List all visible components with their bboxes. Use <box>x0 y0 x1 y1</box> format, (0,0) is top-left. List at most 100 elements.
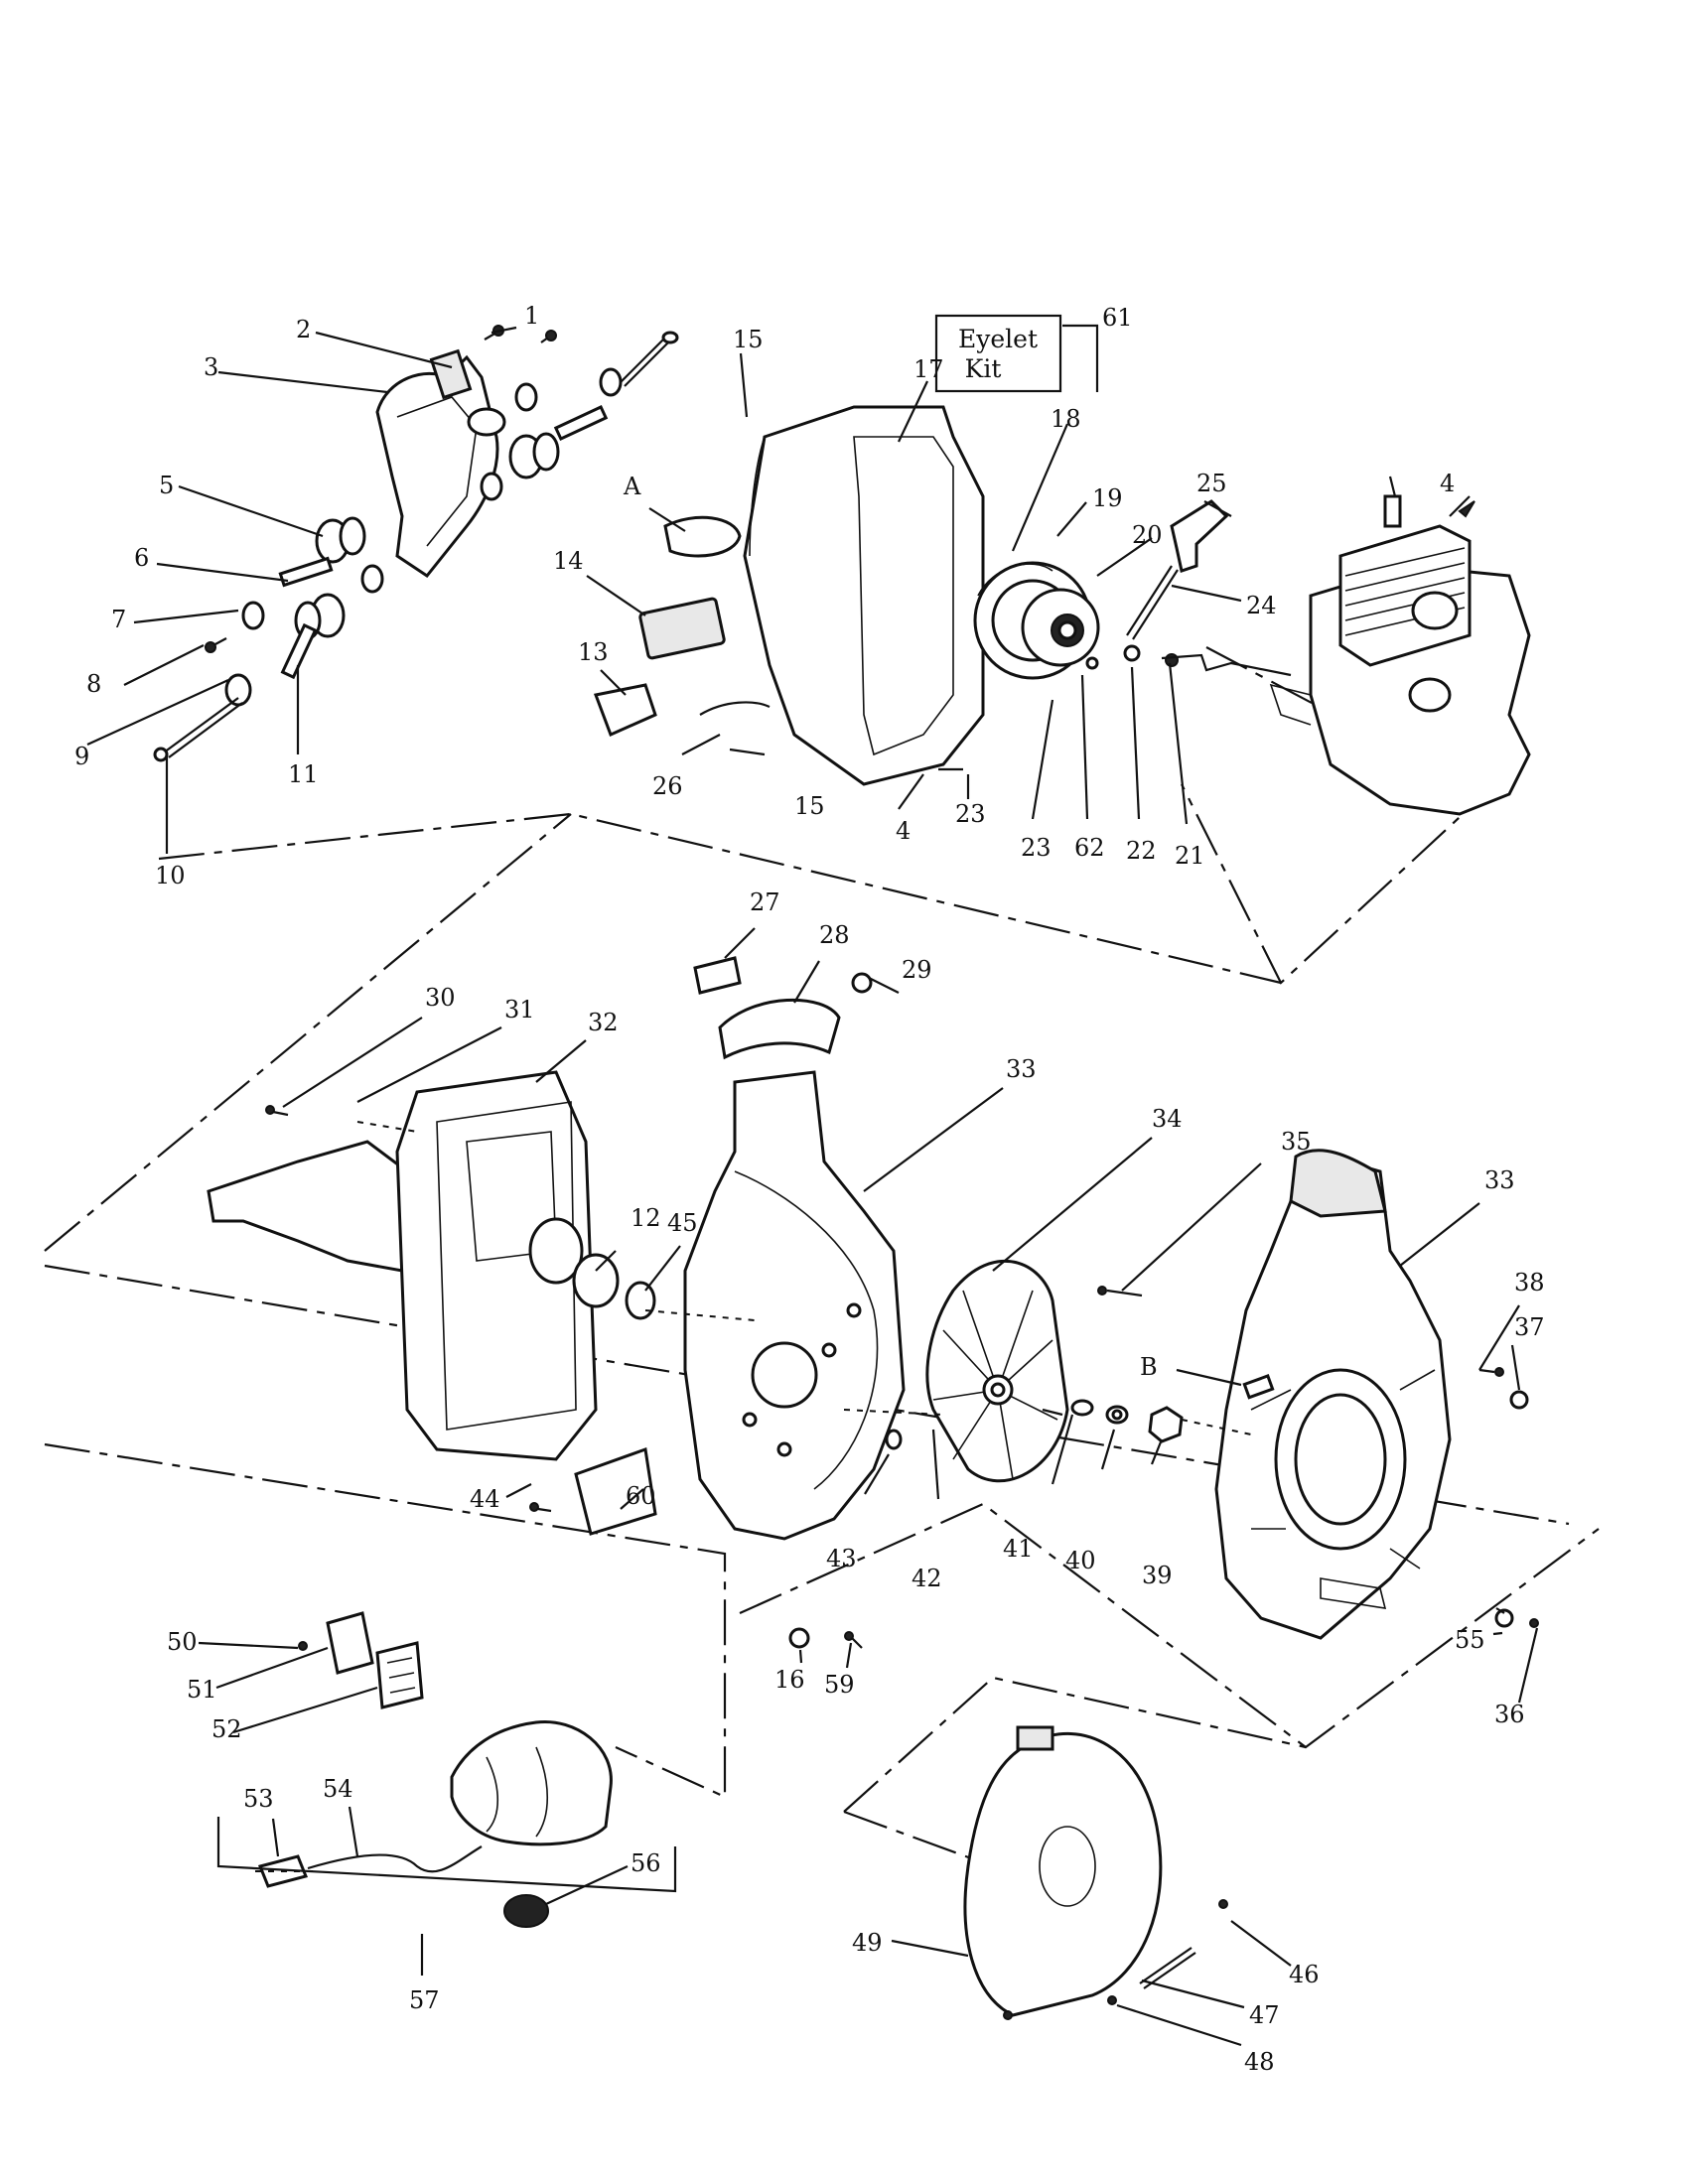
callout-12: 12 <box>631 1204 661 1232</box>
callout-29: 29 <box>902 956 932 984</box>
callout-34: 34 <box>1152 1105 1183 1133</box>
callout-39: 39 <box>1142 1562 1173 1589</box>
callout-27: 27 <box>750 888 780 916</box>
blower-cover-49 <box>963 1725 1228 2020</box>
blower-half-33 <box>683 1070 906 1541</box>
callout-41: 41 <box>1003 1535 1034 1563</box>
callout-24: 24 <box>1246 592 1277 619</box>
callout-35: 35 <box>1281 1128 1312 1156</box>
callout-8: 8 <box>86 670 101 698</box>
impeller-34 <box>925 1260 1069 1483</box>
callout-1: 1 <box>524 302 539 330</box>
blower-housing-left <box>683 1070 906 1541</box>
callout-28: 28 <box>819 921 850 949</box>
callout-14: 14 <box>553 547 584 575</box>
reference-letter-b: B <box>1140 1353 1158 1381</box>
callout-31: 31 <box>504 996 535 1024</box>
callout-49: 49 <box>852 1929 883 1957</box>
callout-11: 11 <box>288 760 319 788</box>
callout-57: 57 <box>409 1986 440 2014</box>
callout-20: 20 <box>1132 521 1163 549</box>
engine-assembly <box>1161 476 1531 816</box>
kit-box-line2: Kit <box>965 354 1002 383</box>
decal-plate <box>593 683 657 738</box>
fuel-cap-56 <box>503 1894 549 1928</box>
handle-bracket <box>375 354 499 579</box>
filter-cover-51 <box>326 1611 374 1675</box>
callout-5: 5 <box>159 472 174 499</box>
callout-30: 30 <box>425 984 456 1012</box>
kit-box-line1: Eyelet <box>958 325 1038 353</box>
callout-33-right: 33 <box>1484 1166 1515 1194</box>
callout-9: 9 <box>74 743 89 770</box>
callout-42: 42 <box>912 1565 942 1592</box>
callout-46: 46 <box>1289 1961 1320 1988</box>
callout-55: 55 <box>1455 1626 1485 1654</box>
bracket-30 <box>207 1140 409 1273</box>
callout-23-b: 23 <box>1021 834 1052 862</box>
reference-letter-a: A <box>623 473 641 500</box>
starter-handle <box>1170 499 1229 573</box>
housing-32 <box>395 1070 598 1461</box>
callout-10: 10 <box>155 862 186 889</box>
handle-grip <box>429 348 473 400</box>
callout-33-center: 33 <box>1006 1055 1037 1083</box>
callout-2: 2 <box>296 316 311 343</box>
callout-50: 50 <box>167 1628 198 1656</box>
callout-36: 36 <box>1494 1701 1525 1728</box>
callout-40: 40 <box>1065 1547 1096 1574</box>
engine-cylinder <box>1338 524 1472 667</box>
handle-assembly <box>153 325 679 762</box>
callout-59: 59 <box>824 1671 855 1699</box>
blower-bracket-group <box>207 956 873 1536</box>
callout-13: 13 <box>578 638 609 666</box>
callout-26: 26 <box>652 772 683 800</box>
callout-61: 61 <box>1102 304 1133 332</box>
fuel-tank <box>450 1719 613 1846</box>
callout-37: 37 <box>1514 1313 1545 1341</box>
air-filter-block <box>638 597 726 660</box>
callout-6: 6 <box>134 544 149 572</box>
callout-62: 62 <box>1074 834 1105 862</box>
callout-15-bottom: 15 <box>794 792 825 820</box>
callout-48: 48 <box>1244 2048 1275 2076</box>
callout-4-engine: 4 <box>1440 470 1455 497</box>
callout-45: 45 <box>667 1209 698 1237</box>
callout-15-top: 15 <box>733 326 764 353</box>
cover-plate-a <box>663 515 742 558</box>
spark-plug <box>1383 494 1402 528</box>
callout-25: 25 <box>1196 470 1227 497</box>
callout-4-housing: 4 <box>896 817 911 845</box>
callout-53: 53 <box>243 1785 274 1813</box>
blower-housing-right <box>1214 1149 1452 1640</box>
blower-fasteners <box>265 1105 1539 1649</box>
callout-18: 18 <box>1051 405 1081 433</box>
callout-23-a: 23 <box>955 800 986 828</box>
callout-22: 22 <box>1126 837 1157 865</box>
clamp-28 <box>718 998 841 1060</box>
callout-47: 47 <box>1249 2001 1280 2029</box>
callout-38: 38 <box>1514 1269 1545 1297</box>
callout-7: 7 <box>111 606 126 633</box>
callout-19: 19 <box>1092 484 1123 512</box>
callout-60: 60 <box>626 1482 656 1510</box>
housing-body <box>743 405 985 786</box>
gasket-60 <box>574 1446 657 1536</box>
eyelet-kit-box: Eyelet Kit <box>934 314 1062 393</box>
callout-21: 21 <box>1175 842 1205 870</box>
callout-16: 16 <box>774 1666 805 1694</box>
callout-17: 17 <box>913 355 944 383</box>
callout-3: 3 <box>204 353 218 381</box>
callout-52: 52 <box>211 1715 242 1743</box>
leader-lines <box>86 324 1539 2047</box>
callout-32: 32 <box>588 1009 619 1036</box>
filter-and-fuel-parts <box>216 1611 677 1976</box>
connector-27 <box>693 956 742 995</box>
callout-44: 44 <box>470 1485 500 1513</box>
starter-housing <box>593 405 1229 786</box>
callout-43: 43 <box>826 1545 857 1572</box>
callout-labels: 1 2 3 5 6 7 8 9 10 11 15 17 61 18 19 20 … <box>74 302 1545 2076</box>
callout-54: 54 <box>323 1775 353 1803</box>
callout-51: 51 <box>187 1676 217 1704</box>
